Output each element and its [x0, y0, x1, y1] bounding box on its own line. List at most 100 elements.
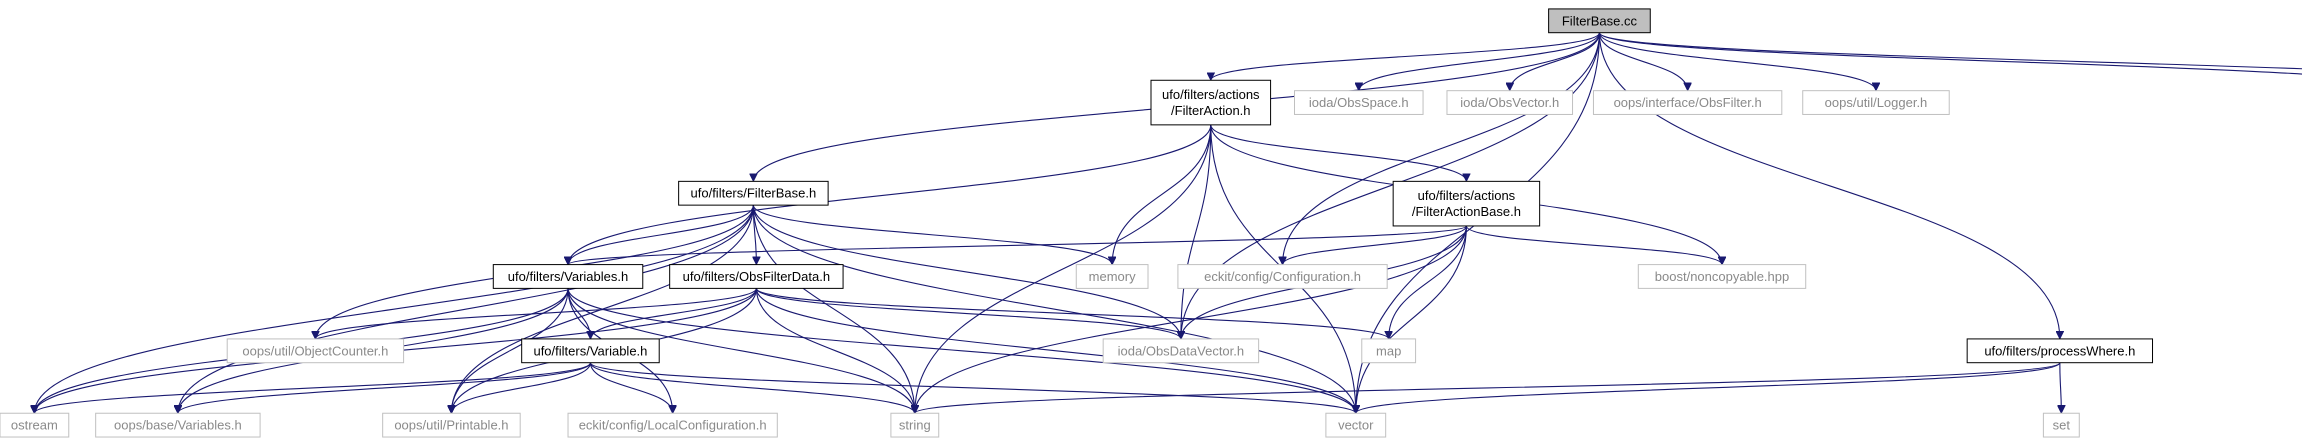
edge-processwhere-to-string	[915, 362, 2061, 414]
edge-obsfilterdata-to-obsdatavector	[755, 287, 1181, 340]
node-box	[1102, 338, 1260, 364]
node-box	[1150, 79, 1272, 126]
node-box	[1294, 90, 1424, 115]
edge-filteractionbase-to-vector	[1356, 225, 1467, 413]
edge-obsfilterdata-to-vector	[755, 288, 1355, 413]
node-label: oops/base/Variables.h	[114, 418, 242, 433]
edge-filteraction-to-filteractionbase	[1210, 124, 1467, 182]
edge-variable_h-to-ostream	[34, 362, 591, 414]
node-label: string	[899, 418, 931, 433]
node-box	[521, 338, 660, 364]
node-map: map	[1361, 338, 1417, 364]
edge-filteractionbase-to-noncopyable	[1465, 225, 1722, 265]
node-label: map	[1376, 343, 1401, 358]
edge-variable_h-to-printable	[451, 362, 591, 414]
edge-variable_h-to-vector	[589, 362, 1355, 414]
node-label: ufo/filters/processWhere.h	[1984, 343, 2135, 358]
node-box	[382, 412, 521, 438]
node-label: vector	[1338, 418, 1374, 433]
edge-variables_h-to-vector	[567, 288, 1356, 413]
node-label: memory	[1089, 269, 1136, 284]
node-noncopyable: boost/noncopyable.hpp	[1637, 264, 1807, 289]
edge-filteractionbase-to-map	[1389, 225, 1467, 339]
node-filteraction[interactable]: ufo/filters/actions/FilterAction.h	[1150, 79, 1272, 126]
node-filterbase-h[interactable]: ufo/filters/FilterBase.h	[678, 180, 829, 206]
node-obsdatavector: ioda/ObsDataVector.h	[1102, 338, 1260, 364]
node-variable-h[interactable]: ufo/filters/Variable.h	[521, 338, 660, 364]
node-box	[1966, 338, 2154, 364]
node-memory: memory	[1075, 264, 1149, 289]
node-processwhere[interactable]: ufo/filters/processWhere.h	[1966, 338, 2154, 364]
node-label: ufo/filters/FilterBase.h	[691, 186, 817, 201]
node-label: /FilterAction.h	[1171, 103, 1250, 118]
node-printable: oops/util/Printable.h	[382, 412, 521, 438]
node-box	[1592, 90, 1783, 115]
node-root: FilterBase.cc	[1548, 8, 1651, 34]
node-label: ufo/filters/Variable.h	[533, 343, 647, 358]
edge-root-to-obsfilter	[1598, 32, 1687, 91]
node-label: boost/noncopyable.hpp	[1655, 269, 1789, 284]
edge-filterbase_h-to-vector	[752, 205, 1355, 413]
edge-root-to-configuration	[1283, 32, 1600, 265]
node-label: oops/util/ObjectCounter.h	[242, 343, 388, 358]
node-box	[567, 412, 778, 438]
node-box	[1446, 90, 1574, 115]
edge-filterbase_h-to-oopsvariables	[178, 205, 754, 413]
node-label: ufo/filters/actions	[1162, 87, 1260, 102]
node-box	[1392, 180, 1541, 227]
edge-filteractionbase-to-string	[915, 225, 1467, 413]
node-label: /FilterActionBase.h	[1412, 204, 1521, 219]
edge-obsfilterdata-to-objectcounter	[315, 287, 757, 340]
node-box	[1637, 264, 1807, 289]
edge-root-to-processwhere	[1598, 32, 2059, 339]
edge-filteraction-to-string	[915, 124, 1212, 413]
node-localconfig: eckit/config/LocalConfiguration.h	[567, 412, 778, 438]
node-box	[95, 412, 261, 438]
node-label: ufo/filters/ObsFilterData.h	[683, 269, 830, 284]
node-vector: vector	[1325, 412, 1387, 438]
node-obsfilter: oops/interface/ObsFilter.h	[1592, 90, 1783, 115]
node-box	[1548, 8, 1651, 34]
edge-variables_h-to-printable	[451, 288, 569, 413]
edge-variable_h-to-oopsvariables	[178, 362, 591, 414]
node-box	[1325, 412, 1387, 438]
node-layer: FilterBase.cc ufo/filters/actions/FilterA…	[0, 8, 2154, 438]
node-obsvector: ioda/ObsVector.h	[1446, 90, 1574, 115]
node-box	[492, 264, 644, 289]
edge-filteraction-to-memory	[1112, 124, 1212, 265]
edge-processwhere-to-vector	[1356, 362, 2061, 414]
edge-root-to-logger	[1598, 32, 1876, 91]
node-objectcounter: oops/util/ObjectCounter.h	[226, 338, 405, 364]
edge-filteraction-to-variables_h	[568, 124, 1212, 265]
node-label: ioda/ObsVector.h	[1460, 95, 1559, 110]
node-label: ufo/filters/actions	[1418, 188, 1516, 203]
node-string: string	[890, 412, 940, 438]
edge-filterbase_h-to-string	[752, 205, 914, 413]
node-box	[0, 412, 70, 438]
edge-filterbase_h-to-ostream	[34, 205, 754, 413]
edge-root-to-obsvector	[1510, 32, 1600, 91]
node-obsspace: ioda/ObsSpace.h	[1294, 90, 1424, 115]
edge-filteractionbase-to-variables_h	[568, 225, 1467, 266]
node-oopsvariables: oops/base/Variables.h	[95, 412, 261, 438]
edge-processwhere-to-set	[2060, 362, 2061, 414]
node-label: oops/util/Printable.h	[394, 418, 508, 433]
node-label: ioda/ObsSpace.h	[1309, 95, 1409, 110]
edge-filterbase_h-to-obsdatavector	[752, 205, 1181, 339]
node-set: set	[2042, 412, 2080, 438]
node-box	[1361, 338, 1417, 364]
edge-variable_h-to-localconfig	[589, 362, 672, 414]
node-obsfilterdata[interactable]: ufo/filters/ObsFilterData.h	[669, 264, 844, 289]
edge-filterbase_h-to-variables_h	[568, 205, 754, 265]
edge-filterbase_h-to-memory	[752, 204, 1112, 265]
node-filteractionbase[interactable]: ufo/filters/actions/FilterActionBase.h	[1392, 180, 1541, 227]
node-box	[1802, 90, 1950, 115]
node-variables-h[interactable]: ufo/filters/Variables.h	[492, 264, 644, 289]
node-label: oops/util/Logger.h	[1825, 95, 1928, 110]
node-label: oops/interface/ObsFilter.h	[1614, 95, 1762, 110]
node-box	[1177, 264, 1388, 289]
node-box	[1075, 264, 1149, 289]
node-box	[669, 264, 844, 289]
node-label: ioda/ObsDataVector.h	[1118, 343, 1244, 358]
